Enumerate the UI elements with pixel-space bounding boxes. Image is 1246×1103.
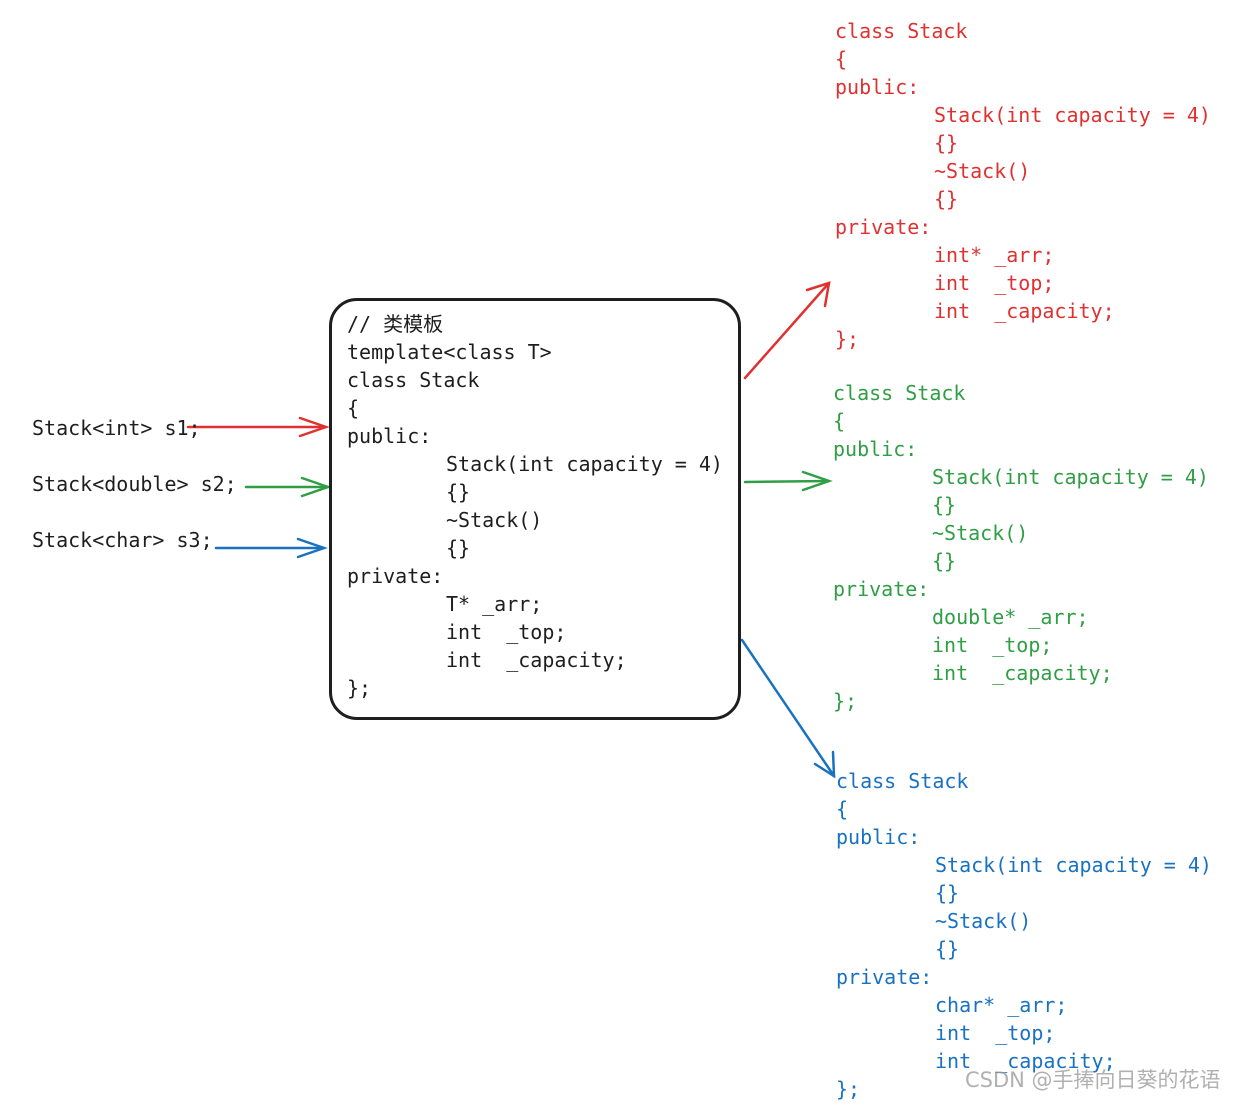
code-line: int _top; xyxy=(446,620,567,644)
code-line: public: xyxy=(835,75,920,99)
instantiation-char: Stack<char> s3; xyxy=(32,528,213,552)
arrow-template-to-char xyxy=(740,638,836,779)
code-line: }; xyxy=(836,1077,861,1101)
code-line: Stack(int capacity = 4) xyxy=(932,465,1209,489)
arrow-s1-to-template xyxy=(186,416,330,438)
template-code: // 类模板 template<class T> class Stack { publi… xyxy=(347,310,723,702)
code-line: int* _arr; xyxy=(934,243,1055,267)
code-line: { xyxy=(347,396,360,420)
code-line: int _top; xyxy=(934,271,1055,295)
code-line: {} xyxy=(446,480,471,504)
code-line: private: xyxy=(835,215,932,239)
class-stack-double: class Stack { public: Stack(int capacity = … xyxy=(833,379,1209,715)
code-line: class Stack xyxy=(347,368,480,392)
watermark: CSDN @手捧向日葵的花语 xyxy=(965,1068,1221,1092)
code-line: int _top; xyxy=(935,1021,1056,1045)
code-line: T* _arr; xyxy=(446,592,543,616)
code-line: private: xyxy=(347,564,444,588)
code-line: Stack(int capacity = 4) xyxy=(446,452,723,476)
class-stack-char: class Stack { public: Stack(int capacity = … xyxy=(836,767,1212,1103)
code-line: int _capacity; xyxy=(932,661,1113,685)
code-line: {} xyxy=(935,937,960,961)
code-line: Stack(int capacity = 4) xyxy=(935,853,1212,877)
code-line: char* _arr; xyxy=(935,993,1068,1017)
code-line: }; xyxy=(835,327,860,351)
code-line: public: xyxy=(833,437,918,461)
code-line: private: xyxy=(836,965,933,989)
code-line: ~Stack() xyxy=(446,508,543,532)
code-line: public: xyxy=(347,424,432,448)
code-line: class Stack xyxy=(835,19,968,43)
arrow-template-to-int xyxy=(743,281,831,380)
code-line: template<class T> xyxy=(347,340,552,364)
instantiation-int: Stack<int> s1; xyxy=(32,416,201,440)
code-line: int _top; xyxy=(932,633,1053,657)
code-line: { xyxy=(835,47,848,71)
arrow-s3-to-template xyxy=(214,537,328,559)
code-line: int _capacity; xyxy=(934,299,1115,323)
code-line: double* _arr; xyxy=(932,605,1089,629)
arrow-s2-to-template xyxy=(244,476,332,498)
code-line: private: xyxy=(833,577,930,601)
arrow-template-to-double xyxy=(743,470,833,492)
code-line: }; xyxy=(833,689,858,713)
code-line: int _capacity; xyxy=(935,1049,1116,1073)
code-line: // 类模板 xyxy=(347,312,444,336)
code-line: {} xyxy=(446,536,471,560)
code-line: ~Stack() xyxy=(934,159,1031,183)
code-line: class Stack xyxy=(836,769,969,793)
class-stack-int: class Stack { public: Stack(int capacity = … xyxy=(835,17,1211,353)
code-line: { xyxy=(836,797,849,821)
code-line: class Stack xyxy=(833,381,966,405)
code-line: ~Stack() xyxy=(935,909,1032,933)
code-line: {} xyxy=(934,131,959,155)
code-line: public: xyxy=(836,825,921,849)
code-line: Stack(int capacity = 4) xyxy=(934,103,1211,127)
code-line: }; xyxy=(347,676,372,700)
code-line: int _capacity; xyxy=(446,648,627,672)
code-line: ~Stack() xyxy=(932,521,1029,545)
template-box xyxy=(329,298,741,720)
code-line: {} xyxy=(935,881,960,905)
instantiation-double: Stack<double> s2; xyxy=(32,472,237,496)
code-line: {} xyxy=(932,493,957,517)
code-line: {} xyxy=(934,187,959,211)
code-line: { xyxy=(833,409,846,433)
code-line: {} xyxy=(932,549,957,573)
